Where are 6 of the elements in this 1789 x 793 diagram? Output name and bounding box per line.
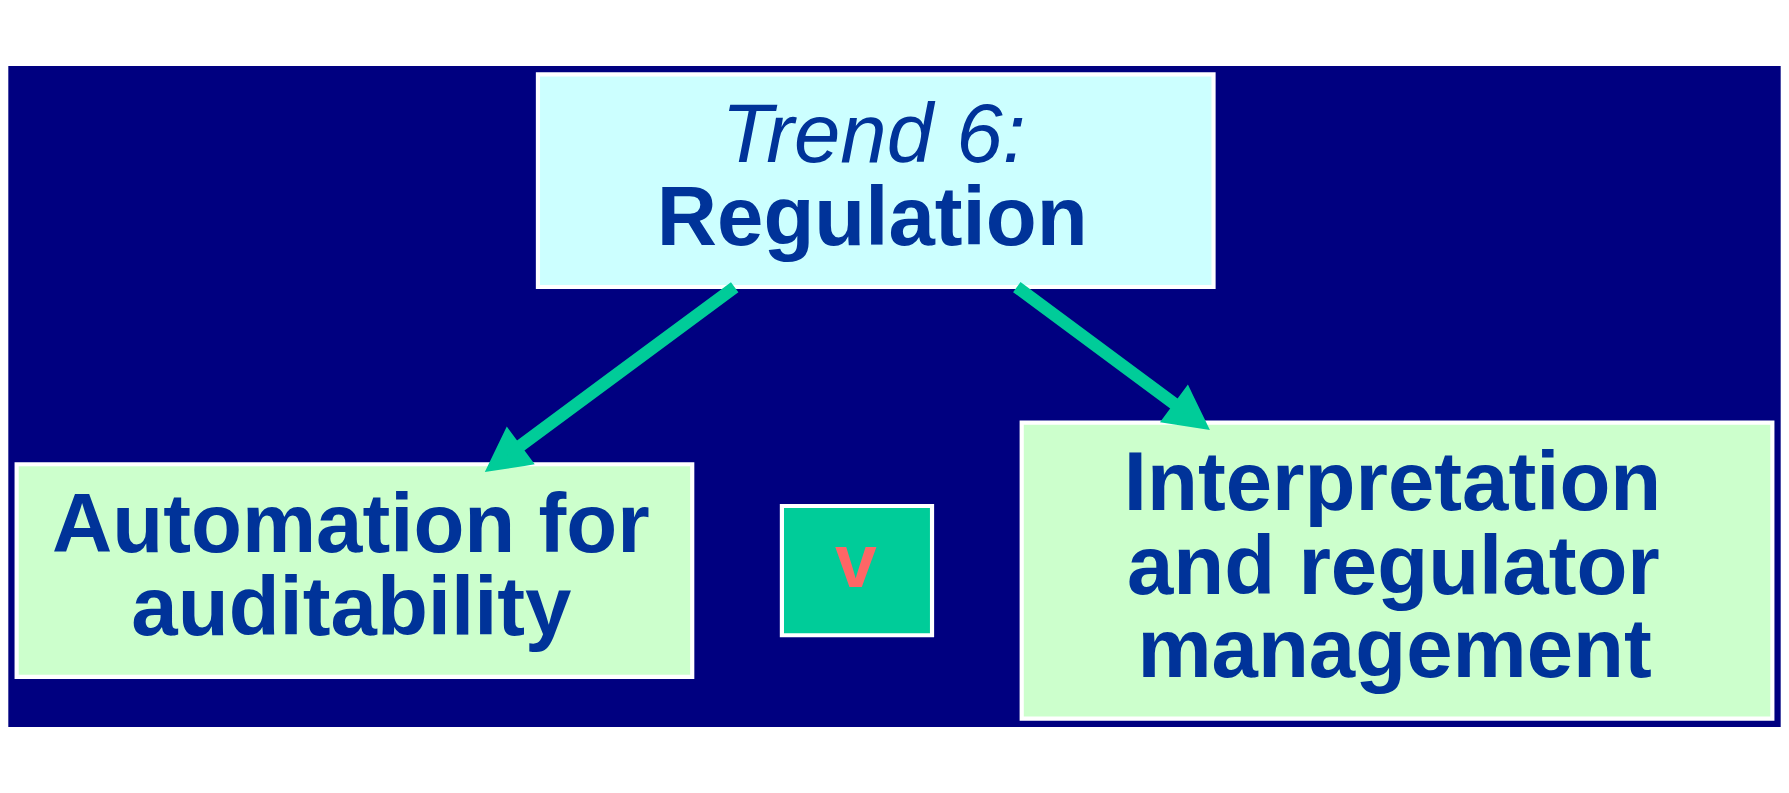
node-box: Interpretation and regulator management bbox=[1019, 420, 1775, 721]
node-box: Automation for auditability bbox=[14, 462, 695, 680]
node-box: v bbox=[779, 503, 935, 638]
arrow bbox=[1013, 282, 1210, 431]
arrow bbox=[484, 282, 739, 473]
node-box: Trend 6: Regulation bbox=[535, 72, 1216, 290]
